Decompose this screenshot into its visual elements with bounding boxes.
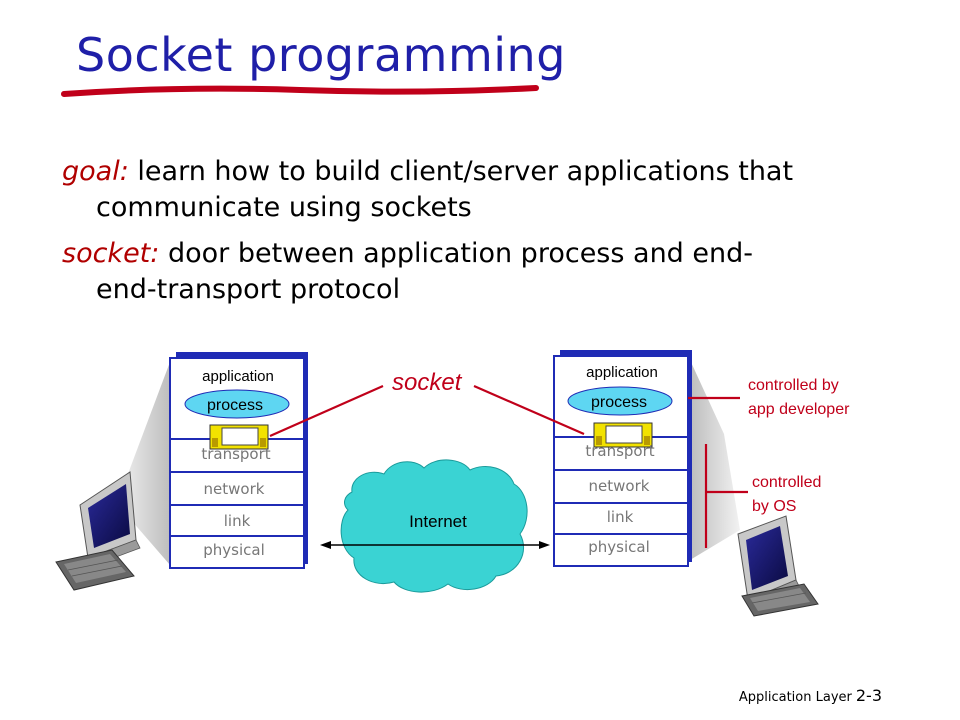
bullet-goal: goal: learn how to build client/server a… bbox=[62, 154, 892, 226]
bullet-text: learn how to build client/server applica… bbox=[137, 156, 794, 187]
layer-physical: physical bbox=[203, 541, 265, 559]
socket-icon bbox=[593, 422, 653, 448]
socket-icon bbox=[209, 424, 269, 450]
os-label-2: by OS bbox=[752, 498, 796, 515]
bullet-socket: socket: door between application process… bbox=[62, 236, 892, 308]
socket-label: socket bbox=[392, 369, 463, 396]
socket-pointer-left bbox=[269, 384, 384, 438]
left-computer-icon bbox=[55, 471, 141, 591]
footer-label: Application Layer bbox=[738, 690, 852, 705]
layer-application: application bbox=[586, 364, 658, 381]
page-number: 2-3 bbox=[855, 686, 882, 705]
bullet-text-cont: end-transport protocol bbox=[96, 274, 401, 305]
connection-arrow bbox=[320, 541, 550, 549]
layer-physical: physical bbox=[588, 538, 650, 556]
slide-title: Socket programming bbox=[76, 28, 566, 82]
layer-link: link bbox=[224, 512, 251, 530]
internet-label: Internet bbox=[409, 512, 467, 531]
layer-application: application bbox=[202, 368, 274, 385]
right-protocol-stack: application process transport network li… bbox=[553, 350, 692, 567]
layer-process: process bbox=[591, 394, 647, 411]
layer-network: network bbox=[204, 480, 265, 498]
socket-pointer-right bbox=[473, 384, 585, 436]
app-dev-label-1: controlled by bbox=[748, 377, 839, 394]
title-underline bbox=[61, 85, 539, 97]
os-label-1: controlled bbox=[752, 474, 821, 491]
right-computer-icon bbox=[737, 515, 819, 617]
layer-transport: transport bbox=[201, 445, 270, 463]
app-dev-label-2: app developer bbox=[748, 401, 850, 418]
bullet-keyword: goal: bbox=[62, 156, 129, 187]
process-ellipse bbox=[567, 386, 673, 416]
internet-cloud bbox=[340, 459, 528, 593]
right-host-beam bbox=[690, 360, 740, 560]
bullet-text: door between application process and end… bbox=[167, 238, 754, 269]
layer-transport: transport bbox=[585, 442, 654, 460]
process-ellipse bbox=[184, 389, 290, 419]
bullet-keyword: socket: bbox=[62, 238, 160, 269]
layer-link: link bbox=[607, 508, 634, 526]
bullet-text-cont: communicate using sockets bbox=[96, 192, 472, 223]
layer-process: process bbox=[207, 397, 263, 414]
layer-network: network bbox=[589, 477, 650, 495]
left-protocol-stack: application process transport network li… bbox=[169, 352, 308, 569]
